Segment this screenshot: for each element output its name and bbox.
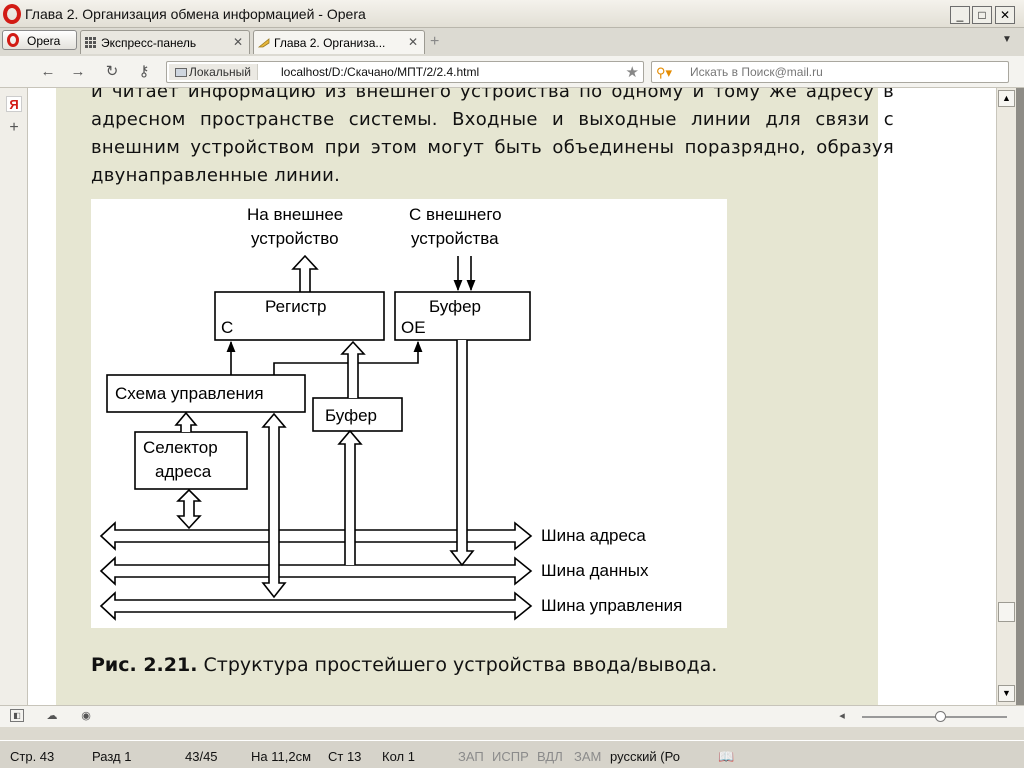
back-button[interactable]: ← — [40, 63, 56, 80]
body-paragraph: и читает информацию из внешнего устройст… — [91, 88, 894, 186]
status-section: Разд 1 — [92, 749, 132, 764]
cloud-icon[interactable]: ☁ — [46, 710, 58, 722]
window-title: Глава 2. Организация обмена информацией … — [25, 6, 366, 22]
register-output-arrow — [291, 254, 319, 292]
buffer-to-bus-arrow — [449, 340, 475, 567]
panel-toggle-icon[interactable]: ◧ — [10, 709, 24, 722]
maximize-button[interactable]: □ — [972, 6, 992, 24]
minimize-button[interactable]: _ — [950, 6, 970, 24]
location-badge[interactable]: Локальный — [169, 64, 258, 80]
close-button[interactable]: ✕ — [995, 6, 1015, 24]
url-text[interactable]: localhost/D:/Скачано/МПТ/2/2.4.html — [281, 65, 480, 79]
new-tab-button[interactable]: + — [430, 33, 440, 50]
status-trk[interactable]: ИСПР — [492, 749, 529, 764]
selector-bus-arrow — [176, 488, 202, 530]
key-icon[interactable]: ⚷ — [138, 63, 150, 80]
page-icon — [258, 38, 270, 48]
from-device-label-1: С внешнего — [409, 205, 502, 224]
yandex-icon[interactable]: Я — [6, 96, 22, 112]
buffer-top-label: Буфер — [429, 297, 481, 316]
grid-icon — [85, 37, 96, 48]
location-label: Локальный — [189, 65, 251, 79]
navigation-bar: ← → ↻ ⚷ Локальный localhost/D:/Скачано/М… — [0, 56, 1024, 88]
monitor-icon — [175, 68, 187, 77]
opera-menu-button[interactable]: Opera — [2, 30, 77, 50]
tab-label: Глава 2. Организа... — [274, 36, 386, 50]
add-panel-icon[interactable]: + — [9, 119, 19, 136]
selector-box — [134, 431, 248, 490]
browser-status-bar: ◧ ☁ ◉ ◂ — [0, 705, 1024, 727]
status-column: Кол 1 — [382, 749, 415, 764]
figure-caption: Рис. 2.21. Структура простейшего устройс… — [91, 654, 717, 676]
status-ovr[interactable]: ЗАМ — [574, 749, 602, 764]
buffer-mid-label: Буфер — [325, 406, 377, 425]
search-engine-icon[interactable]: ⚲▾ — [656, 65, 673, 80]
status-line: Ст 13 — [328, 749, 362, 764]
scroll-up-button[interactable]: ▲ — [998, 90, 1015, 107]
bus-control-label: Шина управления — [541, 596, 682, 615]
tab-label: Экспресс-панель — [101, 36, 197, 50]
speed-icon[interactable]: ◉ — [81, 710, 91, 722]
opera-logo-icon — [3, 4, 21, 24]
buffer-oe-label: OE — [401, 318, 426, 337]
register-label: Регистр — [265, 297, 326, 316]
page-viewport: и читает информацию из внешнего устройст… — [28, 88, 996, 705]
view-icon[interactable]: ◂ — [839, 710, 845, 722]
zoom-slider-knob[interactable] — [935, 711, 946, 722]
selector-label-1: Селектор — [143, 438, 218, 457]
selector-label-2: адреса — [155, 462, 212, 481]
selector-to-control-arrow — [174, 411, 198, 432]
spellcheck-icon[interactable]: 📖 — [718, 749, 735, 764]
word-status-bar: Стр. 43 Разд 1 43/45 На 11,2см Ст 13 Кол… — [0, 740, 1024, 768]
vertical-scrollbar[interactable]: ▲ ▼ — [996, 88, 1016, 705]
caption-text: Структура простейшего устройства ввода/в… — [203, 654, 718, 676]
opera-menu-label: Opera — [27, 34, 61, 48]
status-position: На 11,2см — [251, 749, 312, 764]
bus-address-arrow — [99, 521, 533, 551]
scroll-down-button[interactable]: ▼ — [998, 685, 1015, 702]
forward-button[interactable]: → — [70, 63, 86, 80]
scroll-thumb[interactable] — [998, 602, 1015, 622]
status-ext[interactable]: ВДЛ — [537, 749, 563, 764]
tab-list-chevron-icon[interactable]: ▼ — [1002, 34, 1012, 45]
underlying-toolbar-strip — [0, 727, 1024, 740]
to-device-label-1: На внешнее — [247, 205, 343, 224]
tab-speed-dial[interactable]: Экспресс-панель ✕ — [80, 30, 250, 54]
tab-chapter-2[interactable]: Глава 2. Организа... ✕ — [253, 30, 425, 54]
control-scheme-label: Схема управления — [115, 384, 264, 403]
register-c-label: C — [221, 318, 233, 337]
document-page: и читает информацию из внешнего устройст… — [56, 88, 894, 705]
bookmark-star-icon[interactable]: ★ — [625, 64, 639, 81]
status-page: Стр. 43 — [10, 749, 55, 764]
tab-bar: Opera Экспресс-панель ✕ Глава 2. Организ… — [0, 28, 1024, 56]
address-bar[interactable]: Локальный localhost/D:/Скачано/МПТ/2/2.4… — [166, 61, 644, 83]
from-device-label-2: устройства — [411, 229, 499, 248]
opera-logo-icon — [7, 33, 19, 47]
tab-close-icon[interactable]: ✕ — [407, 35, 418, 49]
bus-address-label: Шина адреса — [541, 526, 646, 545]
control-bus-arrow — [261, 412, 287, 599]
side-panel: Я + — [0, 88, 28, 705]
title-bar: Глава 2. Организация обмена информацией … — [0, 0, 1024, 28]
window-edge — [1016, 88, 1024, 705]
zoom-slider[interactable] — [862, 716, 1007, 718]
control-scheme-box — [106, 374, 306, 413]
reload-button[interactable]: ↻ — [105, 63, 119, 80]
bus-data-label: Шина данных — [541, 561, 649, 580]
status-language: русский (Ро — [610, 749, 680, 764]
data-to-register-arrow — [340, 340, 366, 398]
buffer-top-box — [394, 291, 531, 341]
caption-number: Рис. 2.21. — [91, 654, 198, 676]
bus-data-arrow — [99, 556, 533, 586]
tab-close-icon[interactable]: ✕ — [232, 35, 243, 49]
figure-2-21: На внешнее устройство С внешнего устройс… — [91, 199, 727, 628]
search-field[interactable]: ⚲▾ Искать в Поиск@mail.ru — [651, 61, 1009, 83]
bus-to-buffer-arrow — [337, 429, 363, 565]
io-device-diagram: На внешнее устройство С внешнего устройс… — [99, 205, 682, 621]
status-rec[interactable]: ЗАП — [458, 749, 484, 764]
search-placeholder: Искать в Поиск@mail.ru — [690, 65, 823, 79]
bus-control-arrow — [99, 591, 533, 621]
status-pages: 43/45 — [185, 749, 218, 764]
to-device-label-2: устройство — [251, 229, 339, 248]
